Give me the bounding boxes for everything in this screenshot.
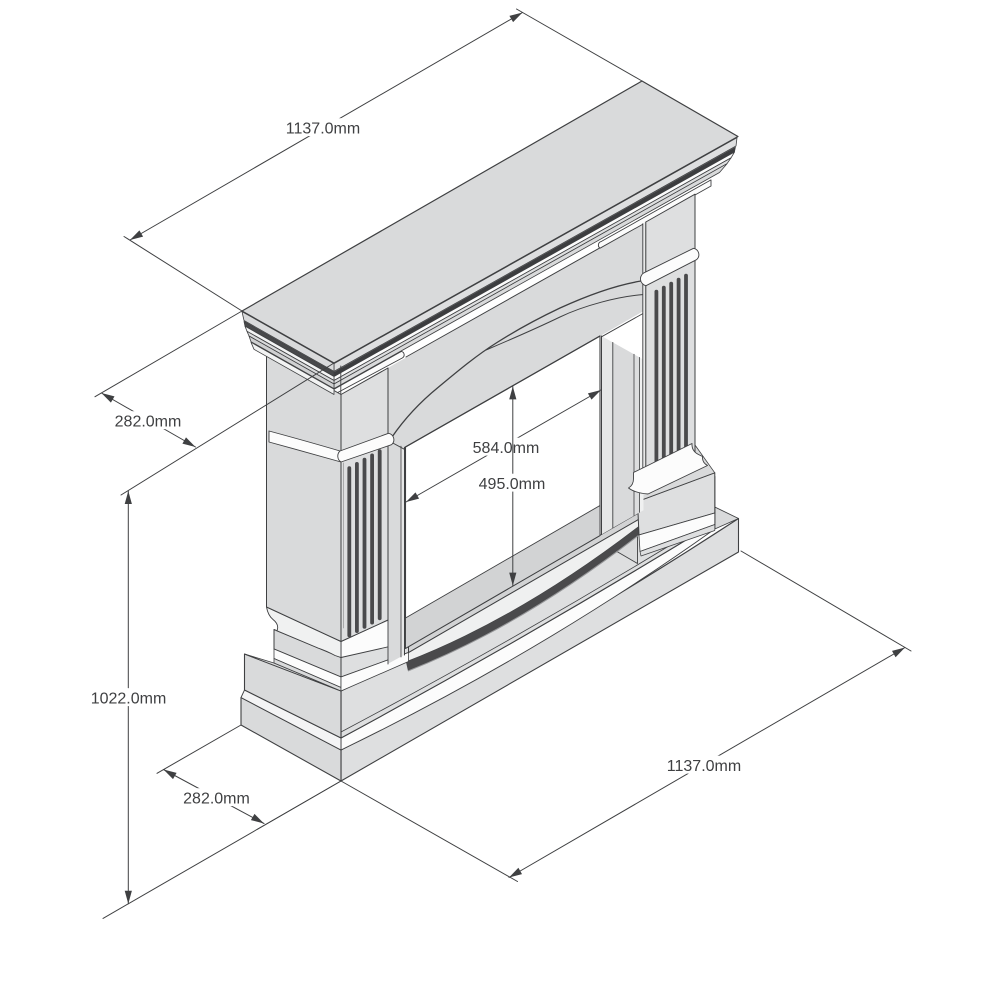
svg-text:282.0mm: 282.0mm (183, 790, 250, 807)
svg-text:1022.0mm: 1022.0mm (91, 690, 167, 707)
svg-text:282.0mm: 282.0mm (115, 413, 182, 430)
svg-text:584.0mm: 584.0mm (473, 440, 540, 457)
svg-text:495.0mm: 495.0mm (479, 476, 546, 493)
svg-text:1137.0mm: 1137.0mm (286, 120, 360, 137)
svg-text:1137.0mm: 1137.0mm (667, 758, 741, 775)
